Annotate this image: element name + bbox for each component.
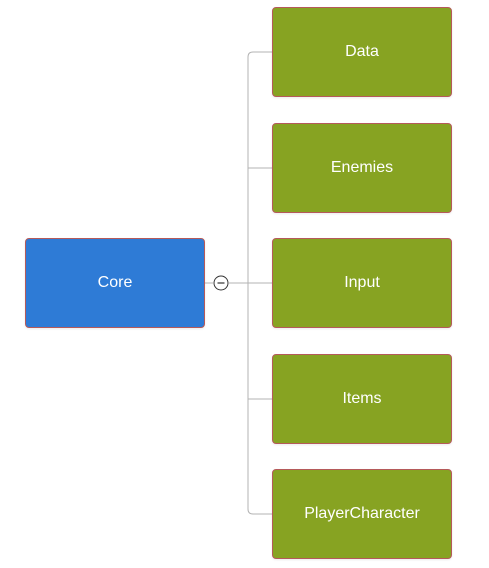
- node-input[interactable]: Input: [272, 238, 452, 328]
- node-items-label: Items: [342, 390, 382, 407]
- node-data-label: Data: [345, 43, 379, 60]
- node-enemies[interactable]: Enemies: [272, 123, 452, 213]
- node-core[interactable]: Core: [25, 238, 205, 328]
- collapse-minus-icon[interactable]: [213, 275, 229, 291]
- node-input-label: Input: [344, 274, 380, 291]
- node-playercharacter[interactable]: PlayerCharacter: [272, 469, 452, 559]
- node-items[interactable]: Items: [272, 354, 452, 444]
- node-playercharacter-label: PlayerCharacter: [304, 505, 420, 522]
- node-enemies-label: Enemies: [330, 159, 394, 176]
- node-core-label: Core: [97, 274, 133, 291]
- node-data[interactable]: Data: [272, 7, 452, 97]
